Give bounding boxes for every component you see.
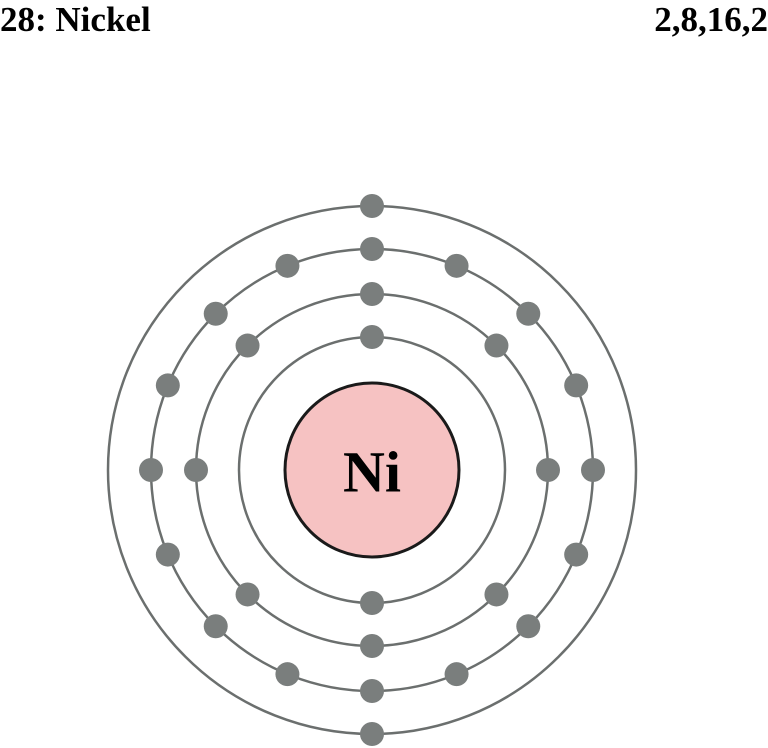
electron: [360, 237, 384, 261]
electron: [516, 301, 541, 326]
electron: [203, 614, 228, 639]
electron: [184, 458, 208, 482]
electron: [360, 722, 384, 746]
electron: [139, 458, 163, 482]
electron: [235, 333, 260, 358]
electron: [235, 582, 260, 607]
electron: [564, 542, 589, 567]
electron: [275, 662, 300, 687]
electron: [155, 373, 180, 398]
electron: [360, 194, 384, 218]
electron: [360, 282, 384, 306]
electron: [360, 679, 384, 703]
electron: [155, 542, 180, 567]
electron: [536, 458, 560, 482]
electron: [516, 614, 541, 639]
electron: [484, 582, 509, 607]
electron: [360, 325, 384, 349]
electron: [360, 634, 384, 658]
nucleus-symbol: Ni: [343, 440, 401, 505]
element-title: 28: Nickel: [0, 0, 151, 39]
electron: [444, 253, 469, 278]
electron: [581, 458, 605, 482]
electron: [444, 662, 469, 687]
nucleus: [283, 381, 461, 559]
electron: [275, 253, 300, 278]
electron: [564, 373, 589, 398]
electron: [203, 301, 228, 326]
electron: [360, 591, 384, 615]
electron-configuration: 2,8,16,2: [654, 0, 768, 39]
electron: [484, 333, 509, 358]
electrons: [139, 194, 605, 746]
